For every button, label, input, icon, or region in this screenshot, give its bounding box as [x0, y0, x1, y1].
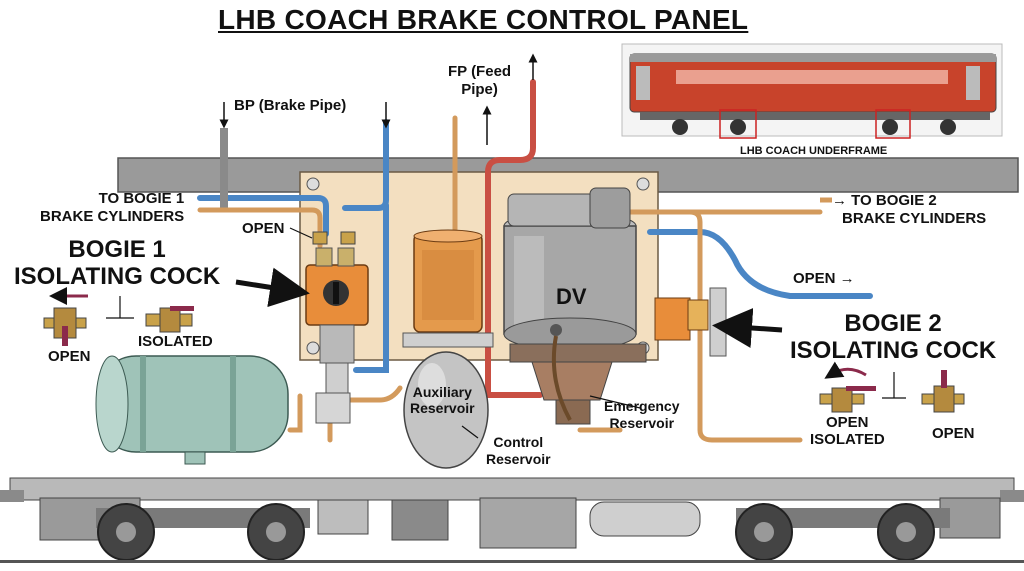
panel-bolt: [306, 177, 320, 191]
page-title: LHB COACH BRAKE CONTROL PANEL: [218, 4, 749, 35]
control-line2: Reservoir: [486, 451, 551, 467]
upper-reservoir: [402, 229, 494, 348]
bogie2-open-label-b: OPEN: [932, 425, 975, 442]
underframe-caption: LHB COACH UNDERFRAME: [740, 145, 888, 157]
fp-label: FP (Feed Pipe): [448, 63, 511, 99]
control-line1: Control: [493, 434, 544, 450]
fp-label-line1: FP (Feed: [448, 63, 512, 80]
bogie1-pointer-arrow: [235, 267, 310, 308]
bogie1-isolated-cock-icon: [145, 306, 194, 333]
emergency-reservoir-label: Emergency Reservoir: [604, 398, 679, 432]
bogie2-cock-label: BOGIE 2 ISOLATING COCK: [790, 310, 996, 364]
bogie2-pointer-arrow: [712, 308, 783, 348]
control-reservoir-label: Control Reservoir: [486, 434, 551, 468]
main-reservoir-tank: [95, 355, 289, 465]
aux-line1: Auxiliary: [412, 384, 472, 400]
dv-pointer-line: [589, 395, 641, 409]
bogie1-isolated-label: ISOLATED: [138, 333, 213, 350]
bogie2-isolated-label: ISOLATED: [810, 431, 885, 448]
bogie1-open-cock-icon: [43, 307, 87, 346]
aux-line2: Reservoir: [410, 400, 475, 416]
bogie1-cock-line1: BOGIE 1: [68, 236, 166, 263]
open-top-label: OPEN: [242, 220, 285, 237]
bogie2-open-cock-icon: [819, 386, 876, 413]
emergency-line2: Reservoir: [609, 415, 675, 431]
emergency-line1: Emergency: [604, 398, 680, 414]
bogie2-cylinders-line2: BRAKE CYLINDERS: [842, 210, 987, 227]
auxiliary-reservoir-label: Auxiliary Reservoir: [410, 384, 475, 416]
bogie1-isolating-cock: [305, 247, 369, 424]
fp-label-line2: Pipe): [461, 81, 498, 98]
bogie1-cock-line2: ISOLATING COCK: [14, 263, 221, 290]
dv-label: DV: [556, 284, 587, 309]
open-cocks: [312, 231, 356, 245]
bogie1-cylinders-label: TO BOGIE 1 BRAKE CYLINDERS: [40, 190, 185, 226]
bogie2-open-label-a: OPEN: [826, 414, 869, 431]
open-right-label: OPEN →: [793, 270, 855, 287]
bogie2-cock-line2: ISOLATING COCK: [790, 337, 997, 364]
bogie2-isolating-cock: [687, 287, 727, 357]
distributor-valve: [503, 187, 691, 425]
bogie2-cylinders-label: → TO BOGIE 2 BRAKE CYLINDERS: [832, 192, 987, 228]
panel-bolt: [306, 341, 320, 355]
bogie1-cylinders-line1: TO BOGIE 1: [98, 190, 185, 207]
underframe: [0, 477, 1024, 563]
bp-label: BP (Brake Pipe): [234, 97, 347, 114]
bogie1-cock-label: BOGIE 1 ISOLATING COCK: [14, 236, 220, 290]
feed-pipe: [485, 79, 543, 398]
coach-thumbnail: [621, 43, 1003, 139]
bogie1-cylinders-line2: BRAKE CYLINDERS: [40, 208, 185, 225]
bogie1-open-label: OPEN: [48, 348, 91, 365]
auxiliary-reservoir: [403, 351, 489, 469]
bogie2-cylinders-line1: → TO BOGIE 2: [832, 192, 937, 209]
bogie2-cock-line1: BOGIE 2: [844, 310, 942, 337]
brake-pipe: [197, 119, 873, 373]
bogie2-open-cock-icon-b: [921, 370, 965, 413]
panel-bolt: [636, 177, 650, 191]
